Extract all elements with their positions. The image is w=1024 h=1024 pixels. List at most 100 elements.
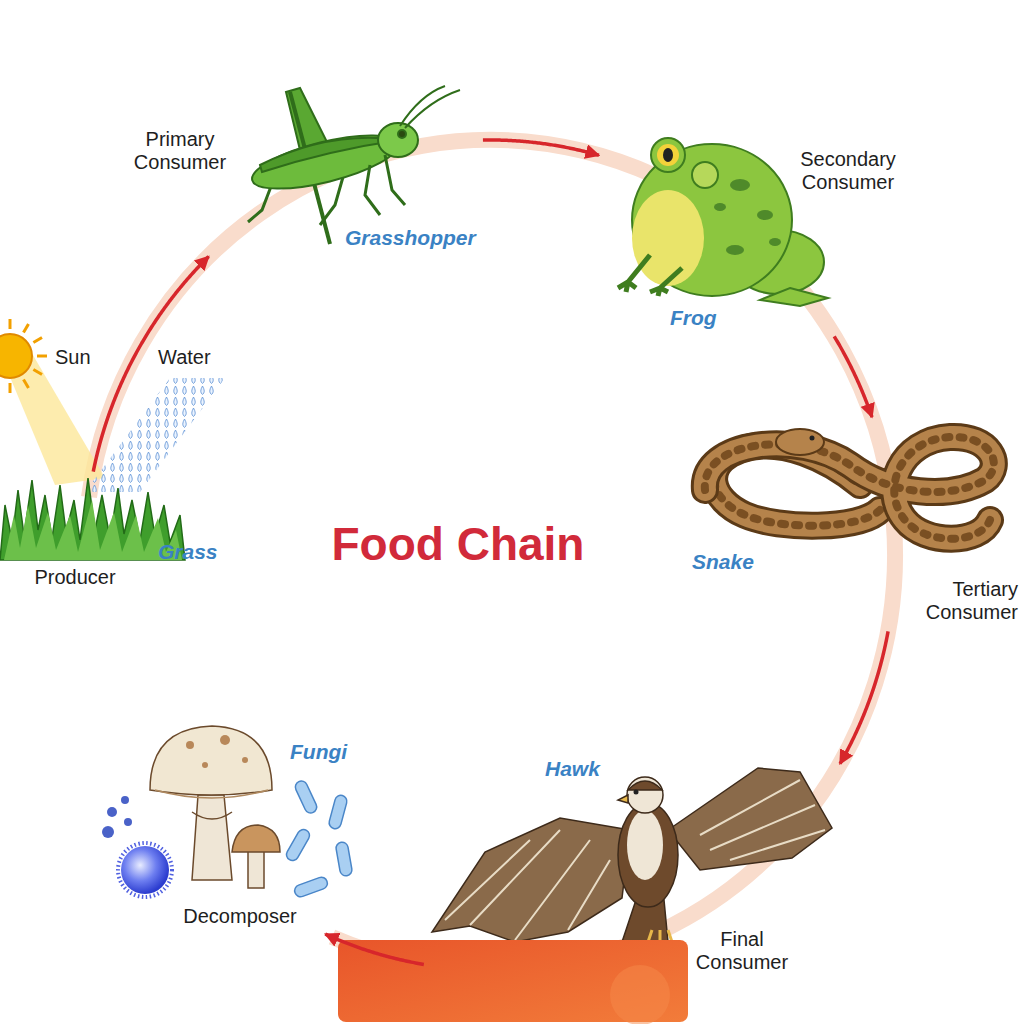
snake-eye (810, 436, 815, 441)
grasshopper-eye (398, 130, 406, 138)
grasshopper-picture (247, 86, 460, 244)
sun-disc (0, 334, 32, 378)
grass-picture (0, 478, 185, 560)
microbe-dot (121, 796, 129, 804)
bacterium-rod (293, 779, 318, 815)
sun-ray (24, 379, 29, 388)
diagram-title: Food Chain (332, 518, 585, 571)
grasshopper-head (378, 123, 418, 157)
hawk-picture (432, 768, 832, 942)
hawk-feathers (445, 830, 610, 940)
snake-coil (705, 437, 994, 539)
role-label: Producer (34, 566, 115, 589)
organism-name: Grass (158, 540, 218, 564)
role-label: Primary Consumer (123, 128, 238, 174)
snake-head (776, 429, 824, 455)
sun-ray (9, 319, 12, 329)
organism-name: Hawk (545, 757, 600, 781)
frog-spot (726, 245, 744, 255)
sun-ray (24, 324, 29, 333)
connector-group (93, 140, 888, 964)
organism-name: Grasshopper (345, 226, 476, 250)
mushroom-cap (232, 825, 280, 852)
sun-ray (37, 355, 47, 358)
organism-node: FungiDecomposer (86, 718, 368, 934)
frog-spot (730, 179, 750, 191)
role-label: Final Consumer (682, 928, 802, 974)
microbe-spikes (118, 843, 172, 897)
microbe-dot (107, 807, 117, 817)
microbe-sphere (121, 846, 169, 894)
grass-blades (4, 500, 182, 560)
frog-arm (650, 268, 682, 296)
bacterium-rod (284, 827, 311, 862)
element-label: Water (158, 346, 211, 369)
snake-coil (705, 437, 994, 539)
hawk-chest (627, 810, 663, 880)
organism-node: SnakeTertiary Consumer (682, 418, 1024, 630)
organism-name: Snake (692, 550, 754, 574)
hawk-head (627, 777, 663, 813)
mushroom-stem (248, 850, 264, 888)
grasshopper-leg (365, 165, 380, 215)
microbe-dot (102, 826, 114, 838)
frog-picture (618, 138, 828, 306)
sun-ray (9, 383, 12, 393)
cycle-ring (89, 140, 895, 970)
hawk-wing (668, 768, 832, 870)
sun-icon (0, 319, 105, 485)
organism-node: Primary ConsumerGrasshopper (117, 78, 482, 256)
organism-node: Secondary ConsumerFrog (599, 129, 917, 336)
mushroom-spot (220, 735, 230, 745)
grasshopper-leg (385, 155, 405, 205)
bacteria (284, 779, 353, 898)
organism-name: Fungi (290, 740, 347, 764)
snake-spots (705, 437, 994, 539)
hawk-wing (432, 818, 630, 942)
water-drops (85, 378, 225, 492)
frog-ear (692, 162, 718, 188)
orange-banner (338, 940, 688, 1024)
frog-pupil (663, 148, 673, 162)
mushroom-spot (202, 762, 208, 768)
frog-arm (618, 255, 650, 292)
mushroom-stem (192, 795, 232, 880)
hawk-body (618, 803, 678, 907)
grass-blades (0, 478, 185, 560)
role-label: Decomposer (183, 905, 296, 928)
microbe-dot (124, 818, 132, 826)
organism-name: Frog (670, 306, 717, 330)
hawk-beak (618, 795, 628, 803)
frog-eye-socket (651, 138, 685, 172)
frog-spot (714, 203, 726, 211)
frog-spot (769, 238, 781, 246)
sun-ray (33, 370, 42, 375)
organism-node: HawkFinal Consumer (424, 751, 840, 980)
role-label: Tertiary Consumer (918, 578, 1018, 624)
fungi-picture (102, 726, 353, 898)
bacterium-rod (293, 876, 329, 899)
mushroom-ring (192, 812, 232, 819)
organism-node: GrassProducer (0, 472, 224, 595)
food-arrow (483, 140, 599, 155)
sun-ray (33, 338, 42, 343)
frog-foot (760, 288, 828, 306)
mushroom-spot (186, 741, 194, 749)
bacterium-rod (335, 841, 353, 877)
role-label: Secondary Consumer (786, 148, 911, 194)
snake-picture (705, 429, 994, 539)
grasshopper-antenna (400, 86, 445, 126)
mushroom-spot (242, 757, 248, 763)
mushroom-cap (150, 726, 272, 795)
food-arrow (834, 336, 872, 417)
food-arrow (840, 631, 888, 763)
mushroom-gills (155, 790, 268, 798)
hawk-cap (628, 781, 662, 790)
frog-belly (632, 190, 704, 286)
banner-circle (610, 965, 670, 1024)
food-arrow (325, 934, 424, 964)
frog-eye (657, 144, 679, 166)
frog-spot (757, 210, 773, 220)
bacterium-rod (328, 794, 348, 830)
